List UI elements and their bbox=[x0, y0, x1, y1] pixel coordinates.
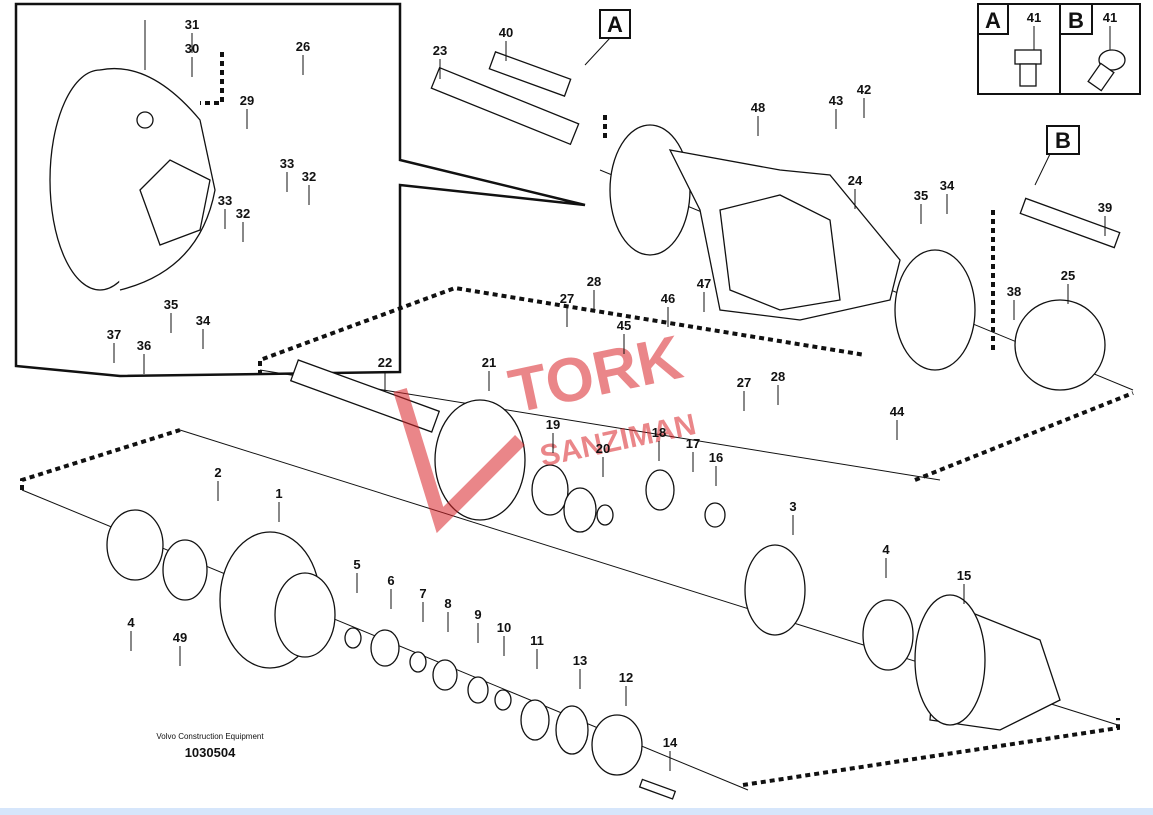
bottom-strip bbox=[0, 808, 1153, 815]
svg-text:B: B bbox=[1055, 128, 1071, 153]
part-label-1: 1 bbox=[275, 486, 282, 501]
part-label-29: 29 bbox=[240, 93, 254, 108]
detail-box-a: A 41 bbox=[977, 3, 1061, 95]
part-label-14: 14 bbox=[663, 735, 678, 750]
part-label-34: 34 bbox=[196, 313, 211, 328]
part-label-7: 7 bbox=[419, 586, 426, 601]
title-block: Volvo Construction Equipment 1030504 bbox=[150, 732, 270, 760]
part-label-48: 48 bbox=[751, 100, 765, 115]
detail-box-b: B 41 bbox=[1059, 3, 1141, 95]
part-label-44: 44 bbox=[890, 404, 905, 419]
part-label-2: 2 bbox=[214, 465, 221, 480]
hub-cover-detail bbox=[49, 20, 216, 291]
part-label-32: 32 bbox=[302, 169, 316, 184]
part-label-27: 27 bbox=[560, 291, 574, 306]
part-label-12: 12 bbox=[619, 670, 633, 685]
part-label-18: 18 bbox=[652, 425, 666, 440]
part-label-9: 9 bbox=[474, 607, 481, 622]
svg-text:TORK: TORK bbox=[503, 323, 688, 427]
part-label-32: 32 bbox=[236, 206, 250, 221]
part-label-47: 47 bbox=[697, 276, 711, 291]
part-label-8: 8 bbox=[444, 596, 451, 611]
drawing-number: 1030504 bbox=[184, 745, 236, 760]
part-label-45: 45 bbox=[617, 318, 631, 333]
part-label-37: 37 bbox=[107, 327, 121, 342]
callout-a: A bbox=[584, 9, 631, 66]
part-label-43: 43 bbox=[829, 93, 843, 108]
part-label-4: 4 bbox=[127, 615, 135, 630]
part-label-42: 42 bbox=[857, 82, 871, 97]
part-label-39: 39 bbox=[1098, 200, 1112, 215]
part-label-33: 33 bbox=[280, 156, 294, 171]
svg-text:B: B bbox=[1068, 8, 1084, 33]
part-label-13: 13 bbox=[573, 653, 587, 668]
part-label-17: 17 bbox=[686, 436, 700, 451]
part-label-35: 35 bbox=[914, 188, 928, 203]
part-label-21: 21 bbox=[482, 355, 496, 370]
part-label-27: 27 bbox=[737, 375, 751, 390]
svg-text:A: A bbox=[985, 8, 1001, 33]
part-label-28: 28 bbox=[587, 274, 601, 289]
part-label-35: 35 bbox=[164, 297, 178, 312]
svg-text:SANZIMAN: SANZIMAN bbox=[537, 408, 699, 473]
part-label-22: 22 bbox=[378, 355, 392, 370]
part-label-5: 5 bbox=[353, 557, 360, 572]
part-label-11: 11 bbox=[530, 633, 544, 648]
svg-text:A: A bbox=[607, 12, 623, 37]
part-label-15: 15 bbox=[957, 568, 971, 583]
company-name: Volvo Construction Equipment bbox=[156, 732, 264, 741]
part-label-36: 36 bbox=[137, 338, 151, 353]
part-label-25: 25 bbox=[1061, 268, 1075, 283]
svg-text:41: 41 bbox=[1027, 10, 1041, 25]
part-label-33: 33 bbox=[218, 193, 232, 208]
part-label-28: 28 bbox=[771, 369, 785, 384]
part-label-19: 19 bbox=[546, 417, 560, 432]
part-label-4: 4 bbox=[882, 542, 890, 557]
part-label-6: 6 bbox=[387, 573, 394, 588]
part-label-38: 38 bbox=[1007, 284, 1021, 299]
svg-text:41: 41 bbox=[1103, 10, 1117, 25]
part-label-23: 23 bbox=[433, 43, 447, 58]
part-label-3: 3 bbox=[789, 499, 796, 514]
axle-housing bbox=[430, 51, 1121, 391]
part-label-26: 26 bbox=[296, 39, 310, 54]
part-label-34: 34 bbox=[940, 178, 955, 193]
wheel-hub-parts bbox=[106, 509, 677, 800]
part-label-49: 49 bbox=[173, 630, 187, 645]
part-label-40: 40 bbox=[499, 25, 513, 40]
callout-b: B bbox=[1034, 125, 1080, 186]
part-label-46: 46 bbox=[661, 291, 675, 306]
part-label-16: 16 bbox=[709, 450, 723, 465]
part-label-20: 20 bbox=[596, 441, 610, 456]
part-label-10: 10 bbox=[497, 620, 511, 635]
part-label-24: 24 bbox=[848, 173, 863, 188]
part-label-30: 30 bbox=[185, 41, 199, 56]
part-label-31: 31 bbox=[185, 17, 199, 32]
